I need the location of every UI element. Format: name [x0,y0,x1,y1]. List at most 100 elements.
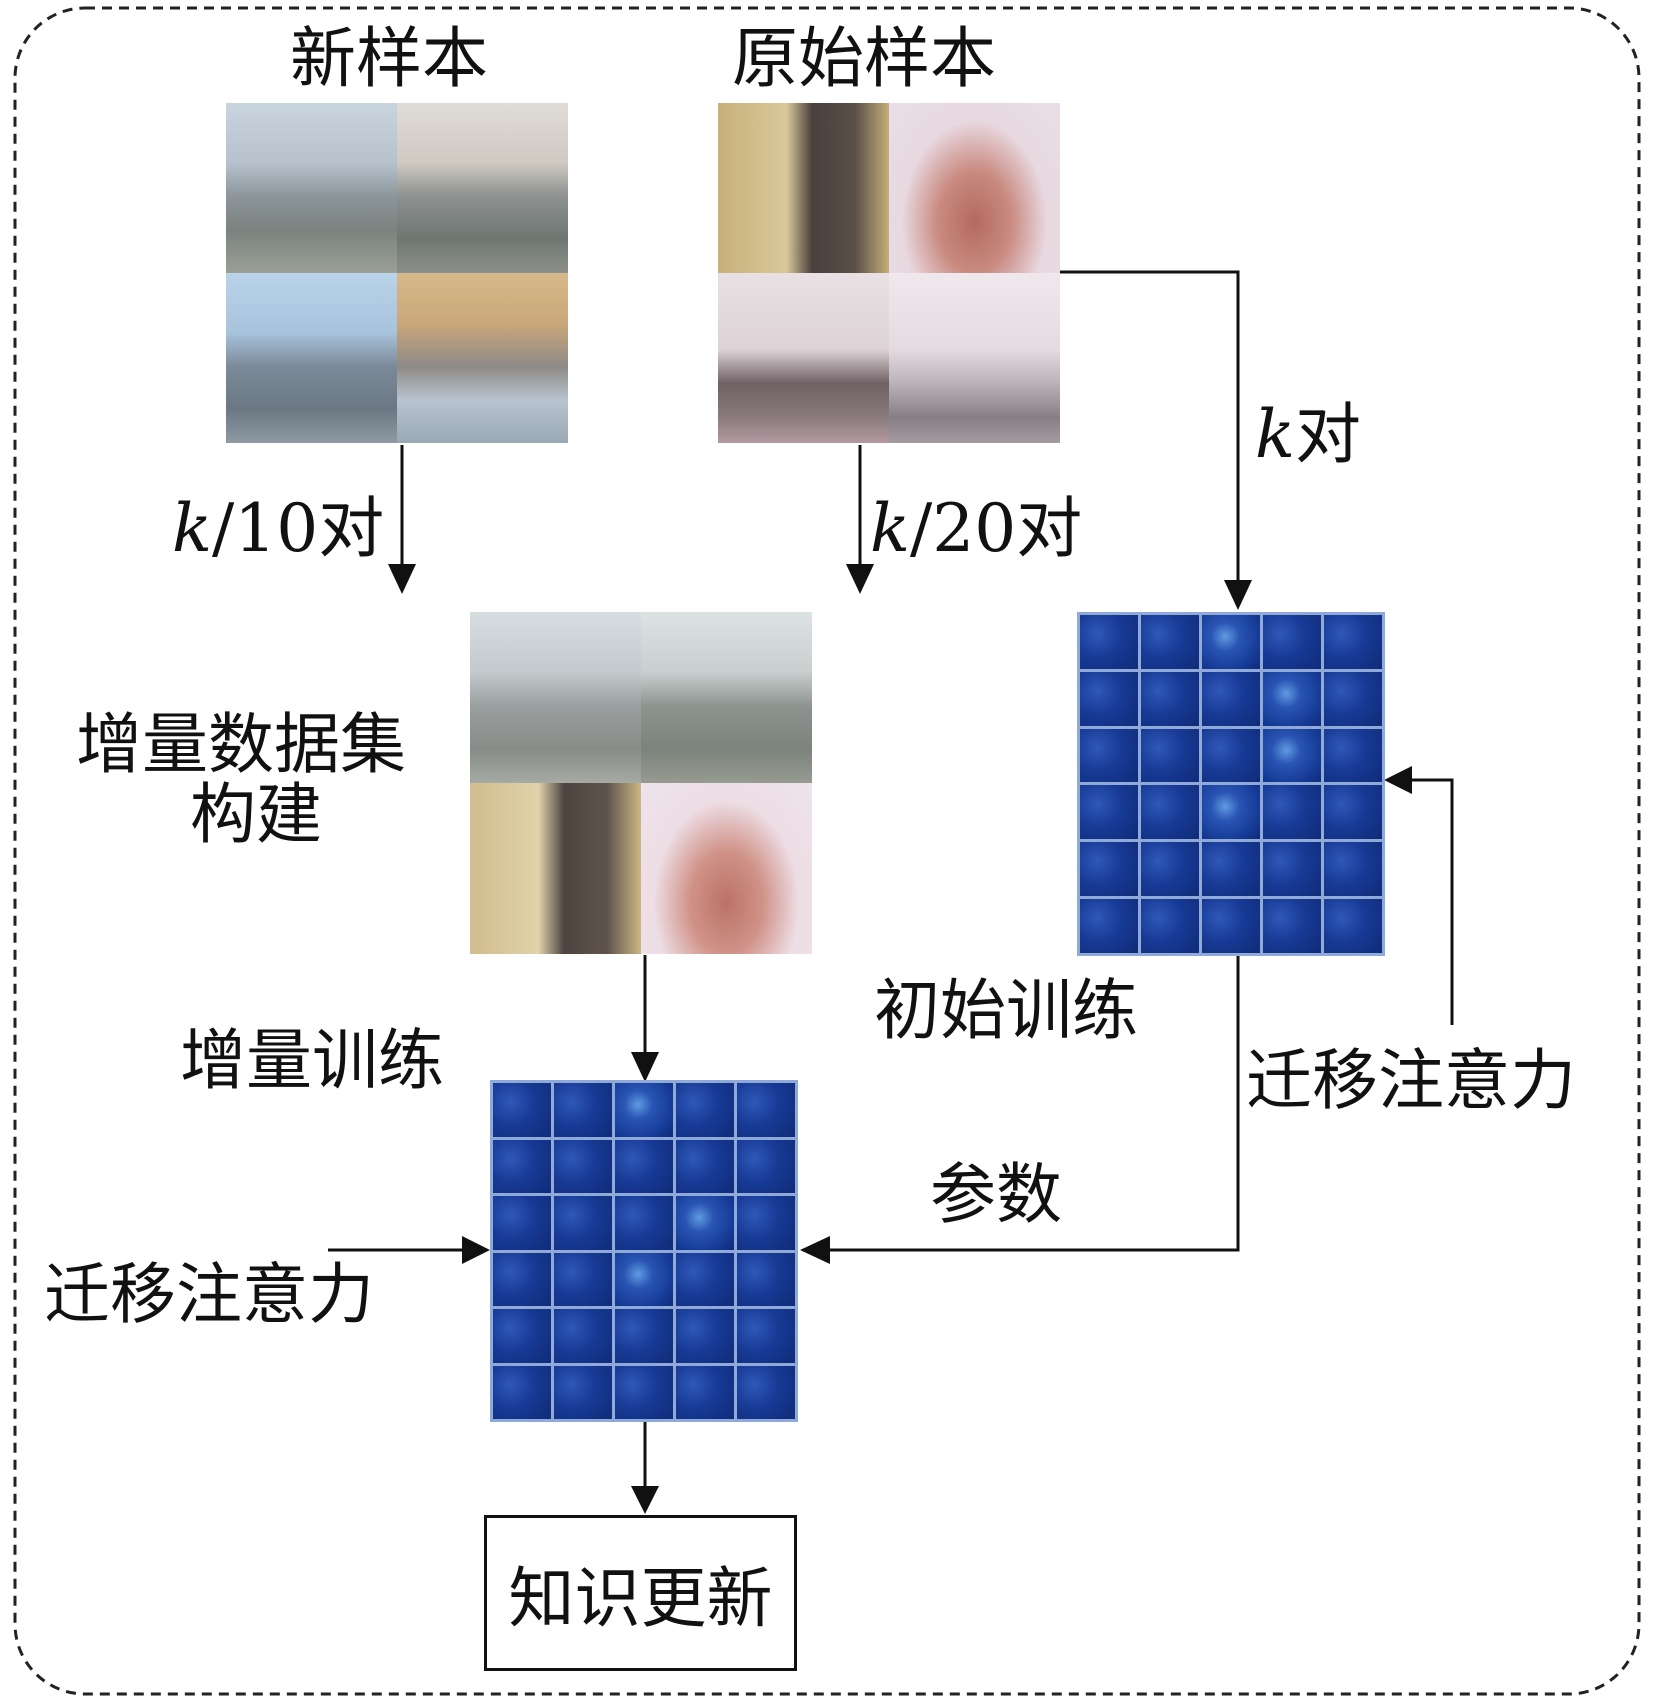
attention-cell [1263,728,1321,783]
arrowhead-new-to-dataset [388,564,416,594]
attention-cell [1263,785,1321,840]
dataset-indoor-photo-3 [470,783,641,954]
attention-cell [676,1252,734,1306]
attention-cell [1324,671,1382,726]
arrowhead-transfer-attention-left [462,1236,490,1264]
incremental-training-attention-map [490,1080,798,1422]
attention-cell [1263,615,1321,669]
attention-cell [1080,615,1138,669]
attention-cell [1202,671,1260,726]
attention-cell [493,1083,551,1137]
attention-cell [1080,842,1138,897]
new-samples-images [226,103,568,443]
attention-cell [1202,615,1260,669]
bedroom-photo-2 [889,103,1060,273]
k-over-20-pairs-label: k/20对 [870,496,1082,562]
arrowhead-original-to-dataset [846,564,874,594]
arrow-transfer-attention-right [1412,778,1454,1025]
attention-cell [493,1309,551,1363]
attention-cell [615,1309,673,1363]
attention-cell [615,1252,673,1306]
dataset-bedroom-photo-4 [641,783,812,954]
attention-cell [1141,899,1199,953]
attention-cell [737,1083,795,1137]
original-samples-label: 原始样本 [732,20,996,97]
transfer-attention-left-label: 迁移注意力 [44,1256,374,1333]
arrowhead-parameters [800,1236,830,1264]
attention-cell [737,1309,795,1363]
dataset-city-photo-2 [641,612,812,783]
k-variable: k [172,490,212,567]
city-river-photo-4 [397,273,568,443]
attention-cell [1080,728,1138,783]
attention-cell [1080,899,1138,953]
attention-cell [1202,728,1260,783]
attention-cell [1202,785,1260,840]
attention-cell [1141,728,1199,783]
attention-cell [615,1365,673,1419]
attention-cell [1141,785,1199,840]
attention-cell [554,1365,612,1419]
arrowhead-original-to-initial [1224,580,1252,610]
attention-cell [615,1196,673,1250]
knowledge-update-label: 知识更新 [508,1560,773,1637]
attention-cell [554,1252,612,1306]
transfer-attention-right-label: 迁移注意力 [1246,1042,1576,1119]
attention-cell [737,1196,795,1250]
k-suffix: 对 [1295,396,1361,473]
incremental-training-label: 增量训练 [180,1022,444,1099]
knowledge-update-box: 知识更新 [484,1515,797,1671]
attention-cell [1080,671,1138,726]
new-samples-label: 新样本 [290,20,488,97]
arrow-original-to-initial [1060,270,1240,600]
k20-suffix: /20对 [910,490,1083,567]
attention-cell [1324,615,1382,669]
k-pairs-label: k对 [1255,402,1361,468]
attention-cell [1202,842,1260,897]
arrowhead-to-knowledge-update [631,1486,659,1514]
parameters-label: 参数 [930,1156,1062,1233]
attention-cell [1263,671,1321,726]
attention-cell [1141,615,1199,669]
arrowhead-dataset-to-incremental [631,1052,659,1082]
attention-cell [676,1365,734,1419]
attention-cell [1202,899,1260,953]
attention-cell [676,1309,734,1363]
attention-cell [554,1083,612,1137]
attention-cell [493,1139,551,1193]
attention-cell [615,1139,673,1193]
dataset-city-photo-1 [470,612,641,783]
attention-cell [1141,842,1199,897]
city-highway-photo-1 [226,103,397,273]
attention-cell [1324,728,1382,783]
attention-cell [1324,785,1382,840]
attention-cell [737,1365,795,1419]
attention-cell [554,1309,612,1363]
k-over-10-pairs-label: k/10对 [172,496,384,562]
attention-cell [676,1083,734,1137]
city-highway-photo-3 [226,273,397,443]
initial-training-attention-map [1077,612,1385,956]
k-variable: k [1255,396,1295,473]
original-samples-images [718,103,1060,443]
k10-suffix: /10对 [212,490,385,567]
attention-cell [1324,899,1382,953]
dining-room-photo-3 [718,273,889,443]
attention-cell [737,1139,795,1193]
attention-cell [615,1083,673,1137]
attention-cell [676,1196,734,1250]
attention-cell [493,1196,551,1250]
city-highway-photo-2 [397,103,568,273]
attention-cell [554,1196,612,1250]
incremental-dataset-label-line1: 增量数据集 [76,706,406,783]
attention-cell [1263,899,1321,953]
indoor-photo-1 [718,103,889,273]
incremental-dataset-images [470,612,812,954]
attention-cell [493,1365,551,1419]
initial-training-label: 初始训练 [874,972,1138,1049]
arrow-parameters [830,955,1240,1252]
attention-cell [493,1252,551,1306]
incremental-dataset-label-line2: 构建 [190,776,322,853]
attention-cell [1080,785,1138,840]
